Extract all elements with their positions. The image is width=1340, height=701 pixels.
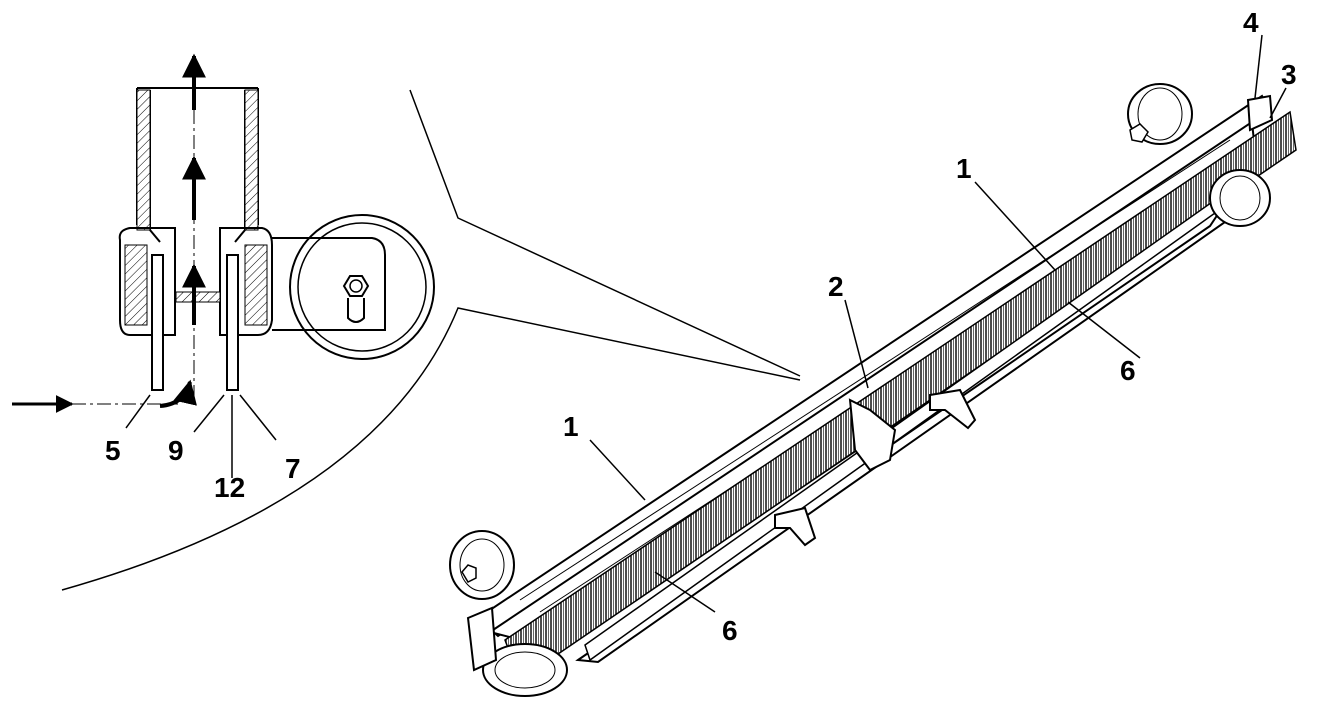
bristle-strip-5 (151, 254, 164, 391)
label-12: 12 (214, 472, 245, 503)
center-joint (848, 398, 897, 472)
detail-outline-arc-bottom (61, 307, 801, 591)
label-9: 9 (168, 435, 184, 466)
wheel-left-upper (449, 530, 515, 600)
main-brush-strip (504, 110, 1297, 682)
bracket-center (929, 388, 977, 430)
label-3: 3 (1281, 59, 1297, 90)
bracket-left (774, 506, 817, 547)
brush-bar-assembly: 1 2 3 4 6 1 6 (449, 7, 1297, 697)
label-4: 4 (1243, 7, 1259, 38)
label-6-right: 6 (1120, 355, 1136, 386)
nozzle-tube (136, 87, 259, 243)
end-plate-right (1246, 94, 1274, 132)
wheel-left-lower (482, 643, 568, 697)
end-plate-left (466, 606, 498, 672)
label-5: 5 (105, 435, 121, 466)
bristle-strip-7 (226, 254, 239, 391)
detail-wheel (272, 214, 435, 360)
rail-body (487, 120, 1260, 652)
detail-outline-arc-top (409, 89, 801, 377)
detail-view: 5 9 12 7 (12, 53, 801, 591)
label-6-bottom: 6 (722, 615, 738, 646)
wheel-top-right (1127, 83, 1193, 145)
top-rail (476, 94, 1272, 638)
flow-arrow-curve (159, 379, 197, 408)
label-1-left: 1 (563, 411, 579, 442)
label-7: 7 (285, 453, 301, 484)
label-1-top: 1 (956, 153, 972, 184)
wheel-right-lower (1209, 169, 1271, 227)
brush-holder (118, 227, 273, 336)
label-2: 2 (828, 271, 844, 302)
